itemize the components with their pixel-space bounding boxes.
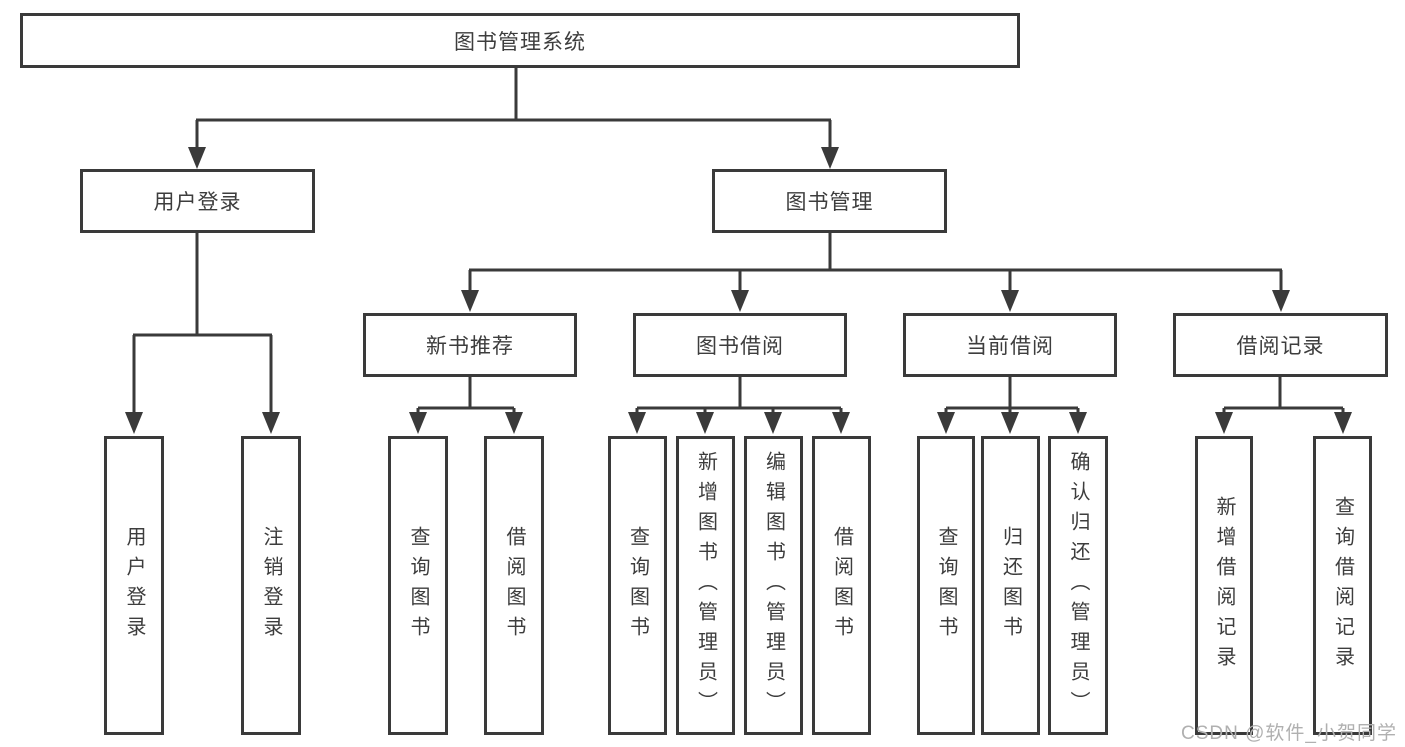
node-book-management: 图书管理	[712, 169, 947, 233]
leaf-borrowing-add-books-admin: 新增图书（管理员）	[676, 436, 735, 735]
leaf-newbooks-query-books: 查询图书	[388, 436, 448, 735]
node-root: 图书管理系统	[20, 13, 1020, 68]
leaf-borrowing-edit-books-admin: 编辑图书（管理员）	[744, 436, 803, 735]
node-current-borrowing: 当前借阅	[903, 313, 1117, 377]
csdn-watermark: CSDN @软件_小贺同学	[1181, 723, 1397, 744]
leaf-records-query-record: 查询借阅记录	[1313, 436, 1372, 735]
leaf-logout: 注销登录	[241, 436, 301, 735]
leaf-borrowing-query-books: 查询图书	[608, 436, 667, 735]
leaf-newbooks-borrow-books: 借阅图书	[484, 436, 544, 735]
leaf-current-return-books: 归还图书	[981, 436, 1040, 735]
node-book-borrowing: 图书借阅	[633, 313, 847, 377]
node-borrow-records: 借阅记录	[1173, 313, 1388, 377]
leaf-current-confirm-return-admin: 确认归还（管理员）	[1048, 436, 1108, 735]
node-user-login: 用户登录	[80, 169, 315, 233]
leaf-borrowing-borrow-books: 借阅图书	[812, 436, 871, 735]
leaf-records-add-record: 新增借阅记录	[1195, 436, 1253, 735]
leaf-user-login: 用户登录	[104, 436, 164, 735]
leaf-current-query-books: 查询图书	[917, 436, 975, 735]
node-new-book-recommend: 新书推荐	[363, 313, 577, 377]
